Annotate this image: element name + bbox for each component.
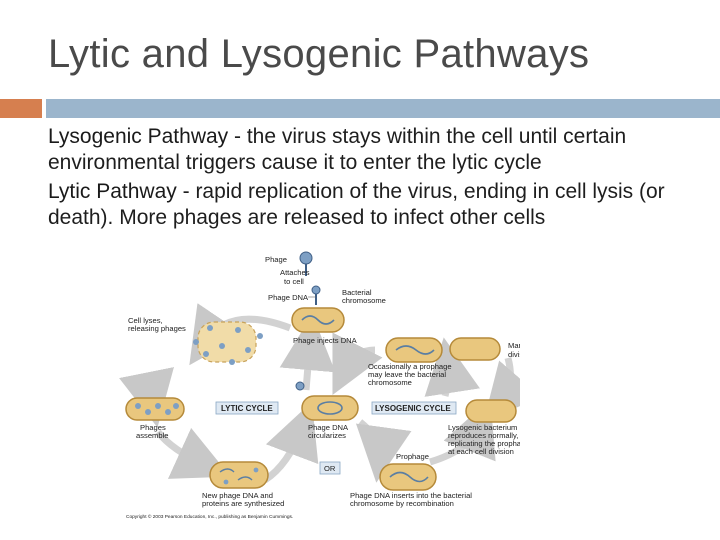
label-divisions: divisions xyxy=(508,350,520,359)
label-replicating: replicating the prophage xyxy=(448,439,520,448)
phage-cycle-diagram: Phage Attaches to cell Phage DNA Bacteri… xyxy=(119,251,520,520)
label-releasing-phages: releasing phages xyxy=(128,324,186,333)
arrow-lyso-3 xyxy=(424,337,480,397)
label-injects-dna: Phage injects DNA xyxy=(293,336,358,345)
label-many-cell: Many cell xyxy=(508,341,520,350)
label-or: OR xyxy=(324,464,336,473)
bacterium-prophage-leaving xyxy=(385,337,443,363)
arrow-lytic-2 xyxy=(119,367,174,428)
label-reproduces: reproduces normally, xyxy=(448,431,518,440)
phage-attach-icon xyxy=(299,251,321,305)
label-attaches: Attaches xyxy=(280,268,310,277)
bacterium-dividing xyxy=(449,337,517,423)
title-rule-bar xyxy=(46,99,720,118)
label-chromosome: chromosome xyxy=(342,296,386,305)
bullet-term: Lytic Pathway xyxy=(48,180,177,203)
bacterium-synthesizing xyxy=(209,461,269,489)
bacterium-top xyxy=(291,307,345,333)
label-phage: Phage xyxy=(265,255,287,264)
label-may-leave: may leave the bacterial xyxy=(368,370,446,379)
bullet-lytic: Lytic Pathway - rapid replication of the… xyxy=(48,179,708,231)
label-phage-dna-2: Phage DNA xyxy=(308,423,349,432)
label-lysogenic-cycle: LYSOGENIC CYCLE xyxy=(375,404,451,413)
bullet-text: - rapid replication of the virus, ending… xyxy=(48,180,665,229)
copyright-text: Copyright © 2003 Pearson Education, Inc.… xyxy=(126,513,293,520)
label-assemble: assemble xyxy=(136,431,169,440)
slide-title: Lytic and Lysogenic Pathways xyxy=(48,32,590,76)
label-to-cell: to cell xyxy=(284,277,304,286)
bacterium-prophage xyxy=(379,463,437,491)
arrow-lyso-5 xyxy=(483,357,520,422)
arrow-lyso-4 xyxy=(332,332,383,396)
arrow-lytic-5 xyxy=(279,314,336,391)
slide-body: Lysogenic Pathway - the virus stays with… xyxy=(48,124,708,234)
label-lysogenic-bacterium: Lysogenic bacterium xyxy=(448,423,517,432)
arrow-lyso-2 xyxy=(428,399,496,466)
label-inserts: Phage DNA inserts into the bacterial xyxy=(350,491,472,500)
arrow-lyso-1 xyxy=(355,419,412,483)
bullet-lysogenic: Lysogenic Pathway - the virus stays with… xyxy=(48,124,708,176)
label-chromosome-2: chromosome xyxy=(368,378,412,387)
bacterium-assemble xyxy=(125,397,185,421)
label-new-phage-dna: New phage DNA and xyxy=(202,491,273,500)
bullet-text: - the virus stays within the cell until … xyxy=(48,125,627,174)
label-lytic-cycle: LYTIC CYCLE xyxy=(221,404,273,413)
lysogenic-cycle-arrows xyxy=(332,332,520,483)
label-cell-lyses: Cell lyses, xyxy=(128,316,163,325)
arrow-lytic-4 xyxy=(262,401,319,483)
label-prophage: Prophage xyxy=(396,452,429,461)
label-bacterial: Bacterial xyxy=(342,288,372,297)
bacterium-center xyxy=(295,381,359,421)
label-synthesized: proteins are synthesized xyxy=(202,499,284,508)
label-circularizes: circularizes xyxy=(308,431,346,440)
label-recombination: chromosome by recombination xyxy=(350,499,454,508)
bullet-term: Lysogenic Pathway xyxy=(48,125,229,148)
label-phage-dna: Phage DNA xyxy=(268,293,309,302)
label-occasionally: Occasionally a prophage xyxy=(368,362,452,371)
label-each-division: at each cell division xyxy=(448,447,514,456)
arrow-lytic-3 xyxy=(155,427,231,479)
label-phages: Phages xyxy=(140,423,166,432)
title-accent-bar xyxy=(0,99,42,118)
bacterium-lysing xyxy=(193,321,263,365)
